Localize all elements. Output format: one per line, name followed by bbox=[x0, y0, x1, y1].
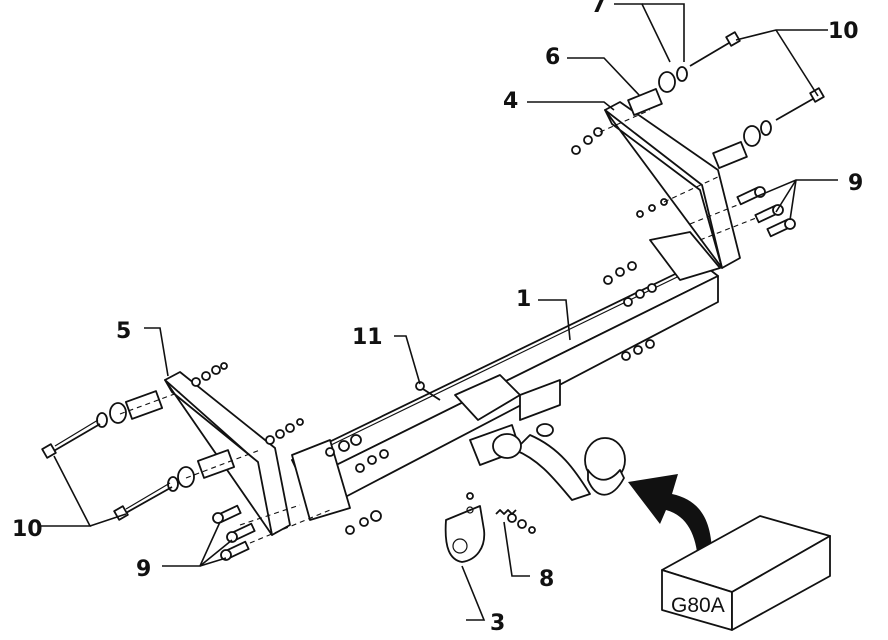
callout-6: 6 bbox=[545, 45, 560, 70]
right-long-bolts bbox=[689, 31, 825, 121]
callout-10-left: 10 bbox=[12, 517, 43, 542]
callout-4: 4 bbox=[503, 89, 518, 114]
right-nuts-washers bbox=[571, 127, 668, 361]
curved-arrow-icon bbox=[628, 474, 712, 560]
callout-10-right: 10 bbox=[828, 19, 859, 44]
callout-7: 7 bbox=[591, 0, 606, 18]
callout-1: 1 bbox=[516, 287, 531, 312]
socket-plate bbox=[444, 492, 486, 563]
left-nuts-washers bbox=[191, 362, 389, 535]
small-bolt bbox=[415, 381, 441, 401]
callout-3: 3 bbox=[490, 611, 505, 636]
callout-9-right: 9 bbox=[848, 171, 863, 196]
left-side-bracket bbox=[96, 371, 291, 536]
callout-11: 11 bbox=[352, 325, 383, 350]
callout-8: 8 bbox=[539, 567, 554, 592]
left-short-bolts bbox=[212, 504, 256, 561]
leader-lines bbox=[40, 3, 838, 621]
package-box-label: G80A bbox=[671, 594, 725, 617]
callout-5: 5 bbox=[116, 319, 131, 344]
cross-beam bbox=[291, 231, 721, 521]
ball-arm-assembly bbox=[454, 374, 626, 501]
right-side-bracket bbox=[604, 66, 772, 269]
callout-numbers: 1 3 4 5 6 7 8 9 9 10 10 11 bbox=[12, 0, 863, 636]
package-box: G80A bbox=[661, 515, 831, 631]
spring-screw-set bbox=[495, 509, 536, 534]
callout-9-left: 9 bbox=[136, 557, 151, 582]
